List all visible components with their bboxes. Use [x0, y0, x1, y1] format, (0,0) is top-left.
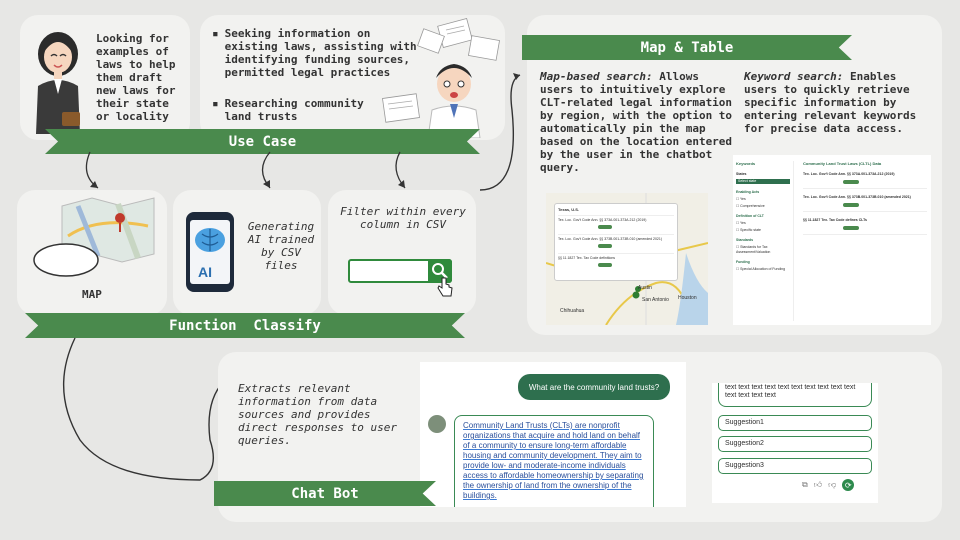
speech-bubble-icon	[33, 243, 99, 277]
ai-brain-tablet-icon	[186, 212, 234, 292]
map-table-ribbon-label: Map & Table	[640, 39, 734, 56]
map-icon	[61, 197, 155, 263]
map-place-chihuahua: Chihuahua	[560, 308, 585, 314]
filter-group-title: Definition of CLT	[736, 214, 764, 218]
map-table-ribbon: Map & Table	[522, 35, 852, 60]
table-screenshot: Keywords States Select state Enabling Ac…	[733, 155, 931, 325]
data-table: Community Land Trust Laws (CLTL) Data Te…	[803, 161, 927, 235]
map-search-title: Map-based search:	[540, 70, 653, 83]
chat-bot-description: Extracts relevant information from data …	[238, 382, 397, 447]
bot-text-block-text: text text text text text text text text …	[725, 384, 856, 399]
hand-cursor-icon	[437, 277, 453, 297]
copy-icon[interactable]: ⧉	[802, 480, 808, 489]
ai-function-text: Generating AI trained by CSV files	[247, 220, 315, 272]
filter-option-label: Standards for Tax Assessment/Valuation	[736, 245, 771, 254]
table-row-text: §§ 11.1827 Tex. Tax Code defines CLTs	[803, 218, 867, 222]
suggestion-button-1[interactable]: Suggestion1	[718, 415, 872, 431]
map-popup-item-text: Tex. Loc. Gov't Code Ann. §§ 373B.001-37…	[558, 237, 662, 241]
filter-group-title: Standards	[736, 238, 754, 242]
map-popup-item-text: §§ 11.1827 Tex. Tax Code definitions	[558, 256, 616, 260]
regenerate-icon[interactable]: ⟳	[842, 479, 855, 491]
function-classify-ribbon-label: Function Classify	[169, 317, 321, 334]
table-row[interactable]: Tex. Loc. Gov't Code Ann. §§ 373A.001-37…	[803, 172, 927, 189]
suggestion-label: Suggestion1	[725, 419, 764, 426]
use-case-person-text: Looking for examples of laws to help the…	[96, 32, 176, 123]
map-place-san-antonio: San Antonio	[642, 297, 669, 303]
map-search-description: Map-based search: Allows users to intuit…	[540, 70, 735, 174]
suggestion-button-3[interactable]: Suggestion3	[718, 458, 872, 474]
keyword-search-title: Keyword search:	[744, 70, 844, 83]
user-message-bubble: What are the community land trusts?	[518, 374, 670, 400]
map-popup-item: Tex. Loc. Gov't Code Ann. §§ 373A.001-37…	[558, 215, 674, 229]
bot-avatar	[428, 415, 446, 433]
filter-option-label: Comprehensive	[740, 204, 765, 208]
use-case-bullet-1: ▪Seeking information on existing laws, a…	[212, 27, 422, 79]
filter-checkbox[interactable]: ☐ Specific state	[736, 228, 761, 232]
suggestion-label: Suggestion2	[725, 440, 764, 447]
use-case-bullet-1-text: Seeking information on existing laws, as…	[224, 27, 417, 79]
keyword-search-body: Enables users to quickly retrieve specif…	[744, 70, 917, 135]
map-place-austin: Austin	[638, 285, 652, 291]
use-case-arrows	[85, 151, 406, 189]
map-screenshot: Austin San Antonio Houston Chihuahua Tex…	[546, 193, 708, 325]
filter-option-label: Yes	[740, 221, 746, 225]
filter-checkbox[interactable]: ☐ Standards for Tax Assessment/Valuation	[736, 245, 771, 254]
chat-bot-ribbon: Chat Bot	[214, 481, 436, 506]
filter-checkbox[interactable]: ☐ Comprehensive	[736, 204, 765, 208]
use-case-bullet-2-text: Researching community land trusts	[224, 97, 364, 123]
filter-checkbox[interactable]: ☐ Special Allocation of Funding	[736, 267, 786, 271]
filter-checkbox[interactable]: ☐ Yes	[736, 221, 746, 225]
data-table-title: Community Land Trust Laws (CLTL) Data	[803, 161, 882, 166]
use-case-ribbon-label: Use Case	[228, 133, 297, 150]
filter-checkbox[interactable]: ☐ Yes	[736, 197, 746, 201]
map-place-houston: Houston	[678, 295, 697, 301]
table-row-text: Tex. Loc. Gov't Code Ann. §§ 373A.001-37…	[803, 172, 895, 176]
filter-option-label: Specific state	[740, 228, 761, 232]
table-row[interactable]: §§ 11.1827 Tex. Tax Code defines CLTs	[803, 218, 927, 235]
user-message-text: What are the community land trusts?	[528, 382, 660, 392]
ai-icon-label: AI	[198, 264, 212, 280]
filter-function-text: Filter within every column in CSV	[340, 205, 466, 231]
keyword-search-description: Keyword search: Enables users to quickly…	[744, 70, 934, 135]
stressed-man-with-papers-illustration	[382, 18, 500, 138]
chat-bot-ribbon-label: Chat Bot	[291, 485, 359, 502]
function-classify-ribbon: Function Classify	[25, 313, 465, 338]
use-case-ribbon: Use Case	[45, 129, 480, 154]
message-action-bar: ⧉ 👍︎ 👎︎ ⟳	[802, 479, 872, 491]
map-label: MAP	[82, 288, 102, 301]
filter-option-label: Yes	[740, 197, 746, 201]
states-label: States	[736, 172, 747, 176]
table-row[interactable]: Tex. Loc. Gov't Code Ann. §§ 373B.001-37…	[803, 195, 927, 212]
map-popup-item: §§ 11.1827 Tex. Tax Code definitions	[558, 253, 674, 267]
filter-option-label: Special Allocation of Funding	[740, 267, 786, 271]
table-row-text: Tex. Loc. Gov't Code Ann. §§ 373B.001-37…	[803, 195, 911, 199]
thumbs-up-icon[interactable]: 👍︎	[813, 480, 823, 489]
search-button[interactable]	[428, 259, 452, 283]
use-case-bullet-2: ▪Researching community land trusts	[212, 97, 382, 123]
chat-screenshot: What are the community land trusts? Comm…	[420, 362, 686, 507]
suggestion-button-2[interactable]: Suggestion2	[718, 436, 872, 452]
state-select[interactable]: Select state	[736, 179, 790, 184]
bot-message-bubble: Community Land Trusts (CLTs) are nonprof…	[454, 415, 654, 507]
bot-text-block: text text text text text text text text …	[718, 383, 872, 407]
map-search-body: Allows users to intuitively explore CLT-…	[540, 70, 733, 174]
map-popup: Texas, U.S. Tex. Loc. Gov't Code Ann. §§…	[554, 203, 678, 281]
suggestions-screenshot: text text text text text text text text …	[712, 383, 878, 503]
thumbs-down-icon[interactable]: 👎︎	[828, 480, 837, 489]
sidebar-title: Keywords	[736, 161, 756, 166]
map-popup-title: Texas, U.S.	[558, 207, 580, 212]
suggestion-label: Suggestion3	[725, 462, 764, 469]
bot-message-text: Community Land Trusts (CLTs) are nonprof…	[463, 421, 644, 500]
map-popup-item: Tex. Loc. Gov't Code Ann. §§ 373B.001-37…	[558, 234, 674, 248]
map-popup-item-text: Tex. Loc. Gov't Code Ann. §§ 373A.001-37…	[558, 218, 647, 222]
search-icon	[432, 263, 448, 279]
filter-group-title: Funding	[736, 260, 750, 264]
filter-sidebar: Keywords States Select state Enabling Ac…	[736, 161, 794, 321]
researcher-woman-illustration	[36, 32, 80, 134]
filter-group-title: Enabling Acts	[736, 190, 760, 194]
